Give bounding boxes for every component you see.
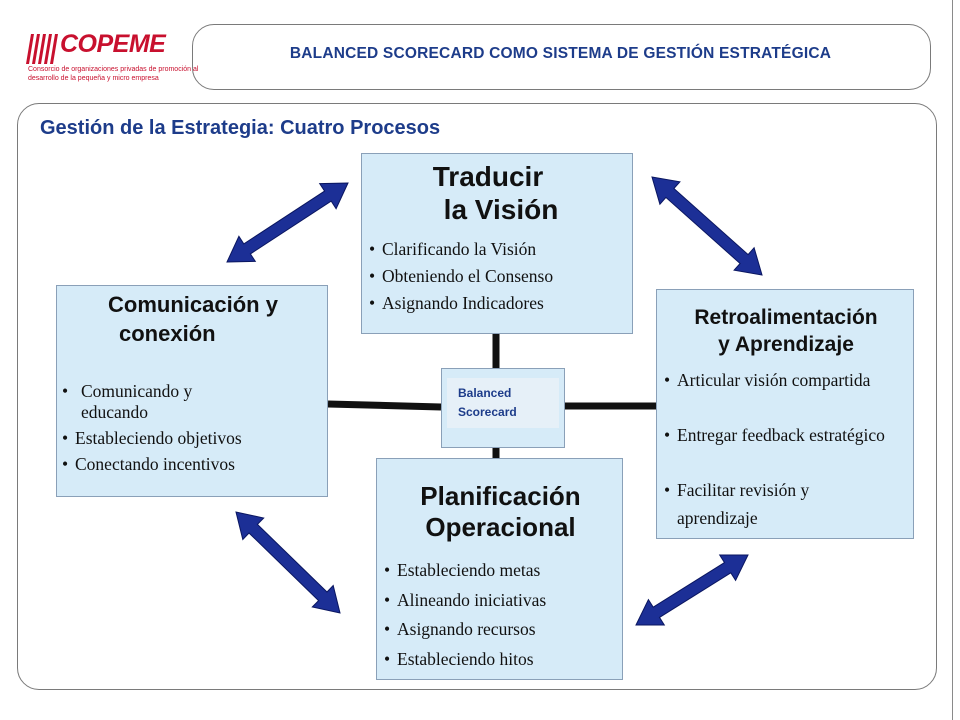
list-item: Comunicando y educando xyxy=(62,381,241,423)
bullet-list: Clarificando la Visión Obteniendo el Con… xyxy=(369,236,553,317)
bullet-list: Estableciendo metas Alineando iniciativa… xyxy=(384,556,546,674)
list-item: Clarificando la Visión xyxy=(369,236,553,263)
box-comunicacion-conexion: Comunicación y conexión Comunicando y ed… xyxy=(56,285,328,497)
list-item: Asignando Indicadores xyxy=(369,290,553,317)
box-heading: Planificación Operacional xyxy=(420,481,581,542)
list-item: Conectando incentivos xyxy=(62,454,327,475)
double-arrow-bottom-left xyxy=(235,511,341,614)
list-item: Alineando iniciativas xyxy=(384,586,546,616)
box-heading: Traducir la Visión xyxy=(432,161,559,225)
box-heading: Retroalimentación y Aprendizaje xyxy=(694,306,878,356)
box-planificacion-operacional: Planificación Operacional Estableciendo … xyxy=(376,458,623,680)
list-item: Estableciendo objetivos xyxy=(62,428,327,449)
list-item: Estableciendo hitos xyxy=(384,645,546,675)
bullet-list: Articular visión compartida Entregar fee… xyxy=(664,366,889,532)
box-retroalimentacion: Retroalimentación y Aprendizaje Articula… xyxy=(656,289,914,539)
logo-wordmark: COPEME xyxy=(60,30,166,58)
list-item: Entregar feedback estratégico xyxy=(664,421,889,476)
double-arrow-top-left xyxy=(226,182,349,263)
list-item: Facilitar revisión y aprendizaje xyxy=(664,476,887,532)
list-item: Obteniendo el Consenso xyxy=(369,263,553,290)
list-item: Asignando recursos xyxy=(384,615,546,645)
page-title: BALANCED SCORECARD COMO SISTEMA DE GESTI… xyxy=(289,45,832,62)
box-heading: Comunicación y conexión xyxy=(108,292,278,346)
section-title: Gestión de la Estrategia: Cuatro Proceso… xyxy=(40,117,441,139)
copeme-logo-icon xyxy=(26,34,58,64)
list-item: Estableciendo metas xyxy=(384,556,546,586)
balanced-scorecard-label: Balanced Scorecard xyxy=(447,378,559,428)
double-arrow-bottom-right xyxy=(635,554,749,626)
bullet-list: Comunicando y educando Estableciendo obj… xyxy=(62,381,327,475)
double-arrow-top-right xyxy=(651,176,763,276)
connector-left xyxy=(327,400,442,411)
header-frame xyxy=(192,24,931,90)
box-traducir-vision: Traducir la Visión Clarificando la Visió… xyxy=(361,153,633,334)
page-edge-rule xyxy=(952,0,953,720)
logo-tagline: Consorcio de organizaciones privadas de … xyxy=(28,66,199,82)
list-item: Articular visión compartida xyxy=(664,366,889,421)
